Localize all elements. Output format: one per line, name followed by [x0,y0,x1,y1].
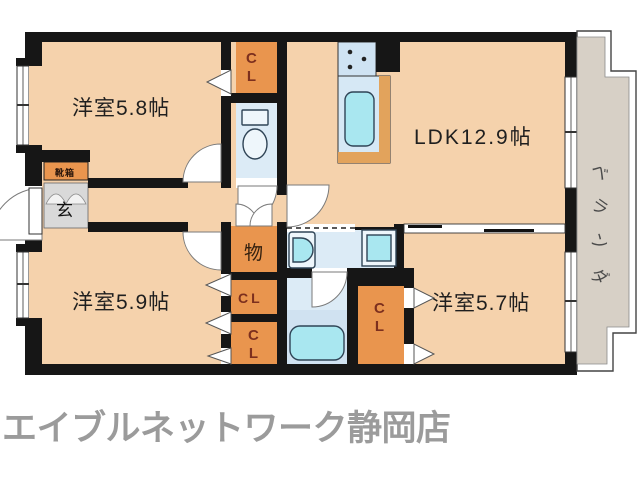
closet-top-label: C L [246,50,257,85]
closet-top-box [236,42,277,93]
sliding-window [564,76,578,189]
bathtub-icon [289,325,345,361]
veranda-label: ベランダ [586,159,612,290]
door-arc-ldk [286,184,330,228]
sliding-window [564,251,578,353]
stove-icon [337,41,377,77]
washroom-opening [287,224,355,232]
closet-mid-box [231,280,277,314]
closet-bottom-label: C L [248,327,259,362]
door-arc-bedroom-sw [182,231,222,271]
washing-machine-icon [361,229,397,267]
refrigerator-space [376,40,400,72]
toilet-icon [241,109,269,160]
bedroom-se-label: 洋室5.7帖 [432,292,531,315]
washbasin-icon [288,231,316,269]
entrance-door-panel [28,187,43,235]
entrance-label: 玄 [56,201,73,220]
sliding-partition-mark [484,229,534,232]
door-arc-bedroom-nw [182,143,222,183]
entrance-step [65,193,87,205]
closet-right-label: C L [374,300,385,335]
door-arc-bathroom [311,271,348,308]
closet-door-arrows [204,69,436,365]
kitchen-counter-edge [379,76,390,163]
sliding-partition [403,223,566,234]
door-arcs [0,143,348,308]
bay-window [16,58,42,153]
sliding-partition-mark [408,225,442,228]
storage-box [231,226,277,272]
ldk-label: LDK12.9帖 [414,126,533,149]
entrance-floor [43,182,89,229]
door-arc-storage-right [249,203,273,227]
burner-dot-icon [361,56,367,62]
closet-right-box [358,286,404,364]
shoe-cabinet-label: 靴箱 [55,168,76,178]
bedroom-nw-label: 洋室5.8帖 [72,97,171,120]
veranda-floor [576,36,630,365]
bay-window [16,244,42,326]
kitchen-counter-edge [338,152,390,163]
closet-mid-label: CL [238,290,263,306]
burner-dot-icon [347,64,353,70]
watermark-text: エイブルネットワーク静岡店 [2,409,451,448]
kitchen-sink-icon [344,91,375,147]
bedroom-sw-label: 洋室5.9帖 [72,291,171,314]
burner-dot-icon [347,49,353,55]
storage-label: 物 [244,243,264,264]
closet-bottom-box [231,322,277,364]
